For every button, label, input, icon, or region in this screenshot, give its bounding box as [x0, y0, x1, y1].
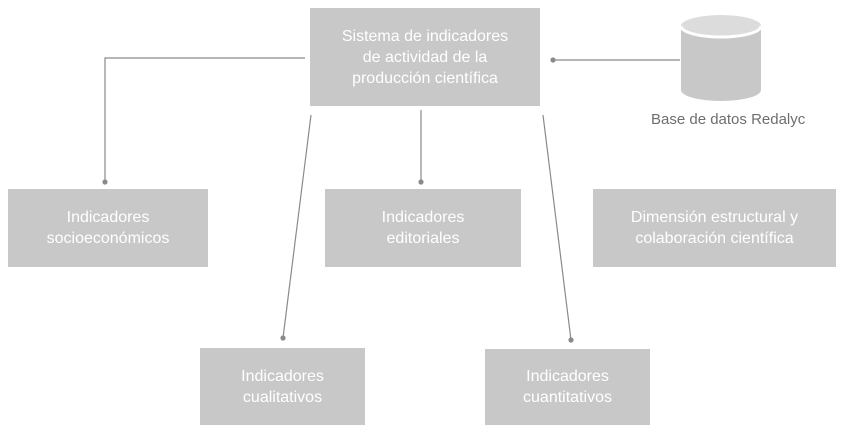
- connector-cualitativos: [282, 114, 312, 339]
- connector-dot: [102, 179, 108, 185]
- node-socioeconomicos: Indicadores socioeconómicos: [8, 189, 208, 267]
- database-label: Base de datos Redalyc: [651, 111, 806, 128]
- connector-dot: [280, 335, 286, 341]
- node-cualitativos: Indicadores cualitativos: [200, 348, 365, 425]
- connector-dot: [568, 337, 574, 343]
- database-icon: [679, 15, 763, 101]
- connector-socioeconomicos: [104, 57, 305, 182]
- central-node: Sistema de indicadores de actividad de l…: [310, 8, 540, 106]
- connector-cuantitativos: [542, 114, 572, 341]
- node-editoriales: Indicadores editoriales: [325, 189, 521, 267]
- connector-dot: [418, 179, 424, 185]
- connector-dot: [550, 57, 556, 63]
- node-cuantitativos: Indicadores cuantitativos: [485, 349, 650, 425]
- node-dimension-estructural: Dimensión estructural y colaboración cie…: [593, 189, 836, 267]
